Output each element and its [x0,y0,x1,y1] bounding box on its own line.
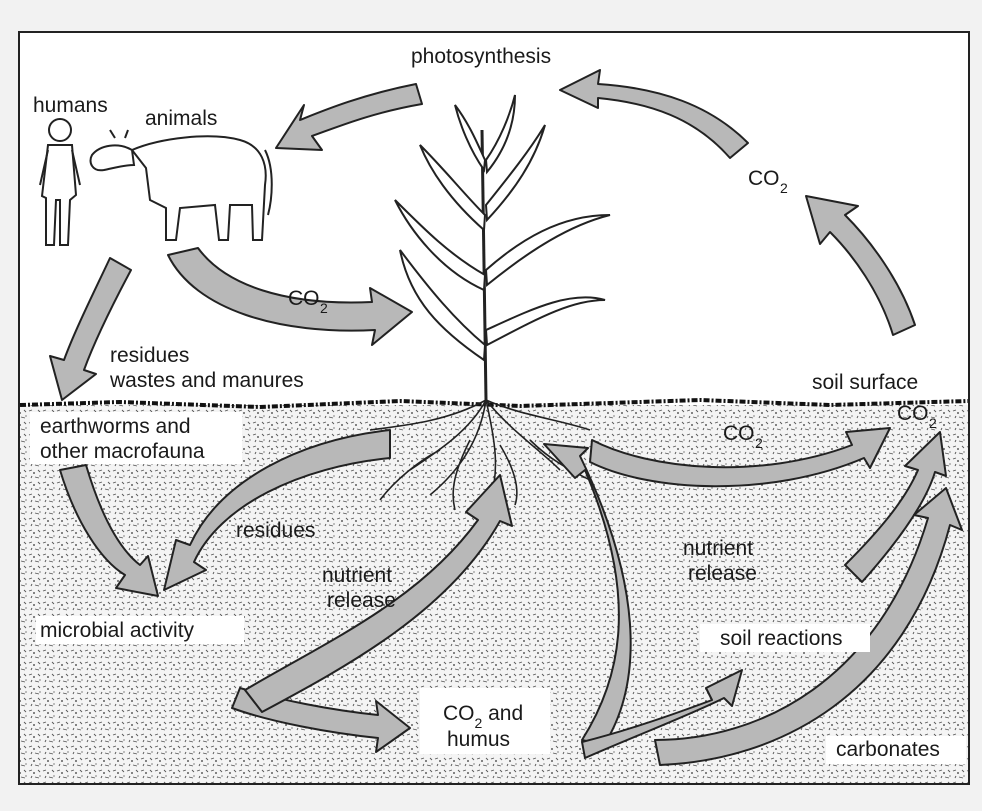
label-nutrient-right: nutrient [683,537,753,560]
label-animals: animals [145,107,217,130]
svg-text:CO: CO [723,422,755,445]
label-soil-reactions: soil reactions [720,627,843,650]
label-release-right: release [688,562,757,585]
svg-text:humus: humus [447,728,510,751]
label-humans: humans [33,94,108,117]
label-carbonates: carbonates [836,738,940,761]
label-earthworms: earthworms and [40,415,191,438]
label-photosynthesis: photosynthesis [411,45,551,68]
label-macrofauna: other macrofauna [40,440,205,463]
svg-text:2: 2 [320,300,328,316]
svg-text:2: 2 [780,180,788,196]
svg-text:2: 2 [929,415,937,431]
svg-text:CO: CO [897,402,929,425]
svg-text:CO: CO [748,167,780,190]
label-soil-surface: soil surface [812,371,918,394]
svg-text:2: 2 [755,435,763,451]
label-residues-top: residues [110,344,189,367]
label-residues-soil: residues [236,519,315,542]
label-wastes-and-manures: wastes and manures [109,369,304,392]
label-nutrient-left: nutrient [322,564,392,587]
label-release-left: release [327,589,396,612]
svg-text:CO: CO [288,287,320,310]
label-microbial-activity: microbial activity [40,619,195,642]
